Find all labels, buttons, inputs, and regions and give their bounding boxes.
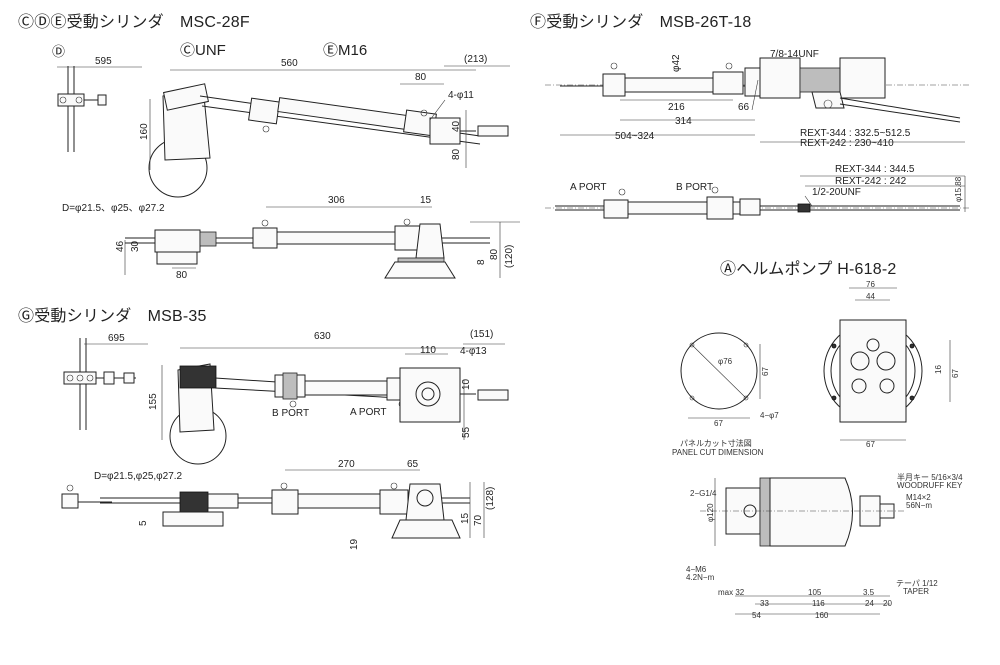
- dim-216: 216: [668, 102, 685, 113]
- cde-section-title: ⒸⒹⒺ受動シリンダ MSC-28F: [18, 14, 250, 31]
- f-a-port: A PORT: [570, 182, 607, 193]
- dim-19: 19: [349, 538, 360, 550]
- dim-560: 560: [281, 58, 298, 69]
- dim-213: (213): [464, 54, 488, 65]
- dim-3-5: 3.5: [863, 588, 875, 597]
- dim-116: 116: [812, 599, 825, 608]
- dim-max32: max 32: [718, 588, 745, 597]
- dim-phi120: φ120: [706, 503, 715, 522]
- helm-pump-front-view: [823, 287, 951, 441]
- msb-35-top-view: [63, 338, 509, 465]
- dim-44: 44: [866, 292, 875, 301]
- dim-15-g: 15: [460, 512, 471, 524]
- dim-20: 20: [883, 599, 892, 608]
- msc-28f-top-view: [57, 65, 510, 198]
- dim-5: 5: [138, 520, 149, 526]
- dim-54: 54: [752, 611, 761, 620]
- dim-270: 270: [338, 459, 355, 470]
- dim-110: 110: [420, 345, 436, 356]
- g-section-title: Ⓖ受動シリンダ MSB-35: [18, 308, 207, 325]
- dim-155: 155: [148, 393, 159, 410]
- dim-phi1588: φ15.88: [954, 176, 963, 202]
- f-section-title: Ⓕ受動シリンダ MSB-26T-18: [530, 14, 752, 31]
- panel-cut-jp: パネルカット寸法図: [680, 439, 752, 448]
- dim-24: 24: [865, 599, 874, 608]
- woodruff-key-en: WOODRUFF KEY: [897, 481, 963, 490]
- dim-66: 66: [738, 102, 750, 113]
- dim-33: 33: [760, 599, 769, 608]
- dim-695: 695: [108, 333, 125, 344]
- dim-80-side: 80: [489, 248, 500, 260]
- dim-70: 70: [473, 514, 484, 526]
- label-unf: ⒸUNF: [180, 42, 226, 59]
- dim-46: 46: [115, 240, 126, 252]
- woodruff-key-jp: 半月キー 5/16×3/4: [897, 473, 963, 482]
- msb-26t-top-view: [545, 57, 970, 143]
- rext-242-fixed: REXT-242 : 242: [835, 176, 907, 187]
- bolt-m6: 4−M6: [686, 565, 707, 574]
- dim-4phi13: 4-φ13: [460, 346, 487, 357]
- taper-en: TAPER: [903, 587, 930, 596]
- unf-1-2: 1/2-20UNF: [812, 187, 861, 198]
- thread-m14: M14×2: [906, 493, 931, 502]
- helm-pump-side-view: [700, 477, 905, 615]
- dim-595: 595: [95, 56, 112, 67]
- panel-cut-en: PANEL CUT DIMENSION: [672, 448, 764, 457]
- a-section-title: Ⓐヘルムポンプ H-618-2: [720, 261, 897, 278]
- rext-344-fixed: REXT-344 : 344.5: [835, 164, 915, 175]
- dim-80-right: 80: [451, 148, 462, 160]
- unf-7-8: 7/8-14UNF: [770, 49, 819, 60]
- dim-10: 10: [461, 378, 472, 390]
- g-diameters: D=φ21.5,φ25,φ27.2: [94, 471, 183, 482]
- g-b-port: B PORT: [272, 408, 310, 419]
- dim-30: 30: [130, 240, 141, 252]
- dim-67-front-v: 67: [951, 369, 960, 378]
- msb-35-side-view: [61, 469, 485, 539]
- dim-120: (120): [504, 244, 515, 268]
- dim-80-top: 80: [415, 72, 427, 83]
- dim-4phi7: 4−φ7: [760, 411, 779, 420]
- port-g14: 2−G1/4: [690, 489, 717, 498]
- dim-151: (151): [470, 329, 494, 340]
- dim-55: 55: [461, 426, 472, 438]
- dim-4phi11: 4-φ11: [448, 90, 474, 101]
- dim-65: 65: [407, 459, 419, 470]
- dim-67-panel-h: 67: [714, 419, 723, 428]
- dim-105: 105: [808, 588, 822, 597]
- dim-314: 314: [675, 116, 692, 127]
- msc-28f-side-view: [124, 206, 520, 279]
- g-a-port: A PORT: [350, 407, 387, 418]
- dim-16: 16: [934, 365, 943, 374]
- f-b-port: B PORT: [676, 182, 714, 193]
- dim-phi76: φ76: [718, 357, 733, 366]
- taper-jp: テーパ 1/12: [896, 579, 938, 588]
- label-m16: ⒺM16: [323, 42, 368, 59]
- dim-40: 40: [451, 120, 462, 132]
- dim-67-front-h: 67: [866, 440, 875, 449]
- dim-504: 504~324: [615, 131, 655, 142]
- msb-26t-side-view: [545, 175, 970, 220]
- dim-76: 76: [866, 280, 875, 289]
- dim-8: 8: [476, 259, 487, 265]
- label-d: Ⓓ: [52, 44, 66, 59]
- dim-67-panel-v: 67: [761, 367, 770, 376]
- dim-160: 160: [815, 611, 829, 620]
- rext-242-range: REXT-242 : 230~410: [800, 138, 894, 149]
- dim-128: (128): [485, 486, 496, 510]
- dim-80-bottom: 80: [176, 270, 188, 281]
- panel-cut-view: [680, 332, 761, 419]
- torque-56: 56N−m: [906, 501, 933, 510]
- torque-42: 4.2N−m: [686, 573, 715, 582]
- dim-160: 160: [139, 123, 150, 140]
- dim-306: 306: [328, 195, 345, 206]
- rext-344-range: REXT-344 : 332.5~512.5: [800, 128, 911, 139]
- dim-15-cde: 15: [420, 195, 432, 206]
- dim-630: 630: [314, 331, 331, 342]
- dim-phi42: φ42: [671, 54, 682, 72]
- cde-diameters: D=φ21.5、φ25、φ27.2: [62, 203, 165, 214]
